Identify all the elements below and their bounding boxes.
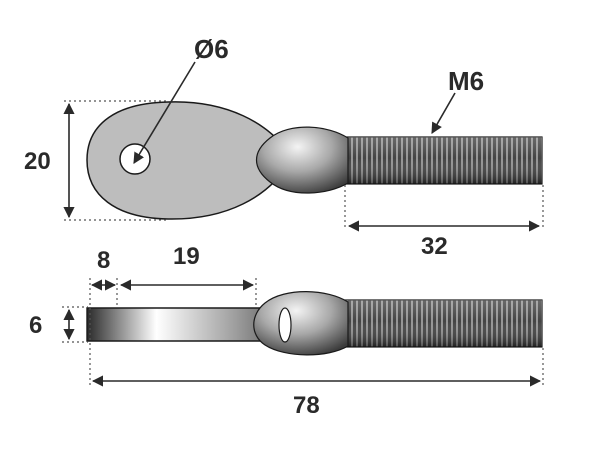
label-thickness: 6 bbox=[29, 312, 42, 339]
neck-top bbox=[255, 126, 349, 194]
neck-side bbox=[253, 291, 349, 356]
eye-body bbox=[86, 101, 293, 220]
label-overall-length: 78 bbox=[293, 392, 320, 419]
label-hole-diameter: Ø6 bbox=[194, 34, 229, 64]
side-view-guides bbox=[62, 278, 544, 386]
label-thread-length: 32 bbox=[421, 233, 448, 260]
top-view-guides bbox=[64, 100, 544, 230]
label-eye-offset: 8 bbox=[97, 247, 110, 274]
leader-thread bbox=[431, 92, 456, 134]
side-view bbox=[86, 291, 543, 356]
label-thread: M6 bbox=[448, 66, 484, 96]
label-eye-height: 20 bbox=[24, 148, 51, 175]
label-hole-to-neck: 19 bbox=[173, 243, 200, 270]
eye-hole bbox=[119, 143, 151, 175]
top-view bbox=[86, 101, 543, 220]
leader-hole-diameter bbox=[133, 61, 196, 164]
